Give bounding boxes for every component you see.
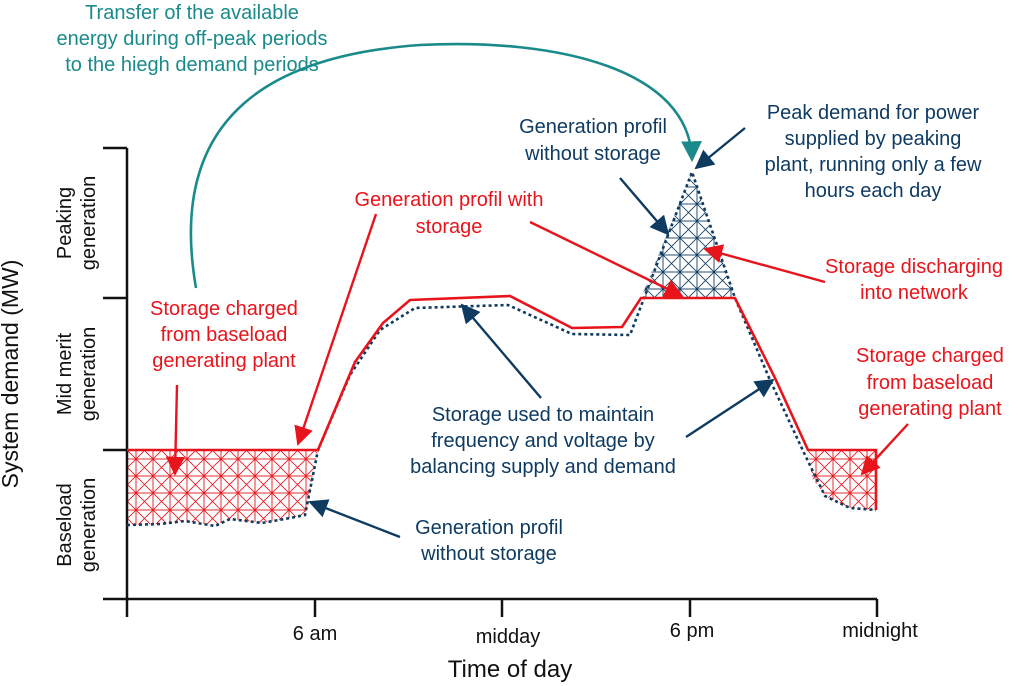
profile-without-storage-line: [126, 168, 877, 528]
svg-text:without storage: without storage: [420, 543, 557, 565]
x-axis-label: Time of day: [448, 656, 573, 683]
profile-with-storage-line: [127, 294, 878, 510]
svg-text:Generation profil: Generation profil: [415, 517, 563, 539]
svg-text:Baseload: Baseload: [54, 483, 76, 566]
svg-text:frequency and voltage by: frequency and voltage by: [431, 430, 655, 452]
svg-text:Peak demand for power: Peak demand for power: [767, 102, 980, 124]
svg-text:Generation profil: Generation profil: [519, 116, 667, 138]
svg-text:Storage discharging: Storage discharging: [825, 256, 1003, 278]
charge-region-left: [127, 450, 318, 526]
svg-text:without storage: without storage: [524, 143, 661, 165]
annotation-peak-demand: Peak demand for power supplied by peakin…: [765, 102, 982, 202]
svg-text:supplied by peaking: supplied by peaking: [785, 128, 962, 150]
annotation-storage-charged-left: Storage charged from baseload generating…: [150, 298, 298, 372]
annotation-profile-with-storage: Generation profil with storage: [355, 189, 544, 238]
svg-text:Peaking: Peaking: [54, 187, 76, 259]
svg-text:Generation profil with: Generation profil with: [355, 189, 544, 211]
charge-region-right: [808, 450, 876, 510]
svg-text:Storage used to maintain: Storage used to maintain: [432, 404, 654, 426]
y-axis-label: System demand (MW): [0, 260, 23, 489]
svg-text:balancing supply and demand: balancing supply and demand: [410, 456, 676, 478]
svg-text:generation: generation: [78, 478, 100, 573]
band-label-peaking: Peaking generation: [54, 176, 100, 271]
band-label-mid-merit: Mid merit generation: [54, 327, 100, 422]
svg-text:from baseload: from baseload: [161, 324, 288, 346]
svg-text:energy during off-peak periods: energy during off-peak periods: [57, 28, 328, 50]
tick-label-midday: midday: [476, 626, 540, 648]
svg-text:to the hiegh demand periods: to the hiegh demand periods: [65, 54, 319, 76]
svg-text:into network: into network: [860, 282, 969, 304]
transfer-arrow: [189, 42, 702, 289]
tick-label-6pm: 6 pm: [670, 620, 714, 642]
annotation-storage-balancing: Storage used to maintain frequency and v…: [410, 404, 676, 478]
red-arrows: [165, 213, 909, 476]
svg-text:storage: storage: [416, 216, 483, 238]
annotation-profile-without-storage-top: Generation profil without storage: [519, 116, 667, 165]
svg-text:Mid merit: Mid merit: [54, 332, 76, 415]
axes: [103, 146, 879, 617]
annotation-profile-without-storage-bottom: Generation profil without storage: [415, 517, 563, 565]
svg-text:generation: generation: [78, 327, 100, 422]
svg-text:Storage charged: Storage charged: [150, 298, 298, 320]
navy-arrows: [308, 127, 775, 539]
annotation-storage-charged-right: Storage charged from baseload generating…: [856, 345, 1004, 420]
band-label-baseload: Baseload generation: [54, 478, 100, 573]
svg-text:generating plant: generating plant: [858, 398, 1002, 420]
svg-text:plant, running only a few: plant, running only a few: [765, 154, 982, 176]
svg-text:from baseload: from baseload: [867, 372, 994, 394]
svg-text:generation: generation: [78, 176, 100, 271]
peak-discharge-region: [641, 172, 735, 298]
tick-label-midnight: midnight: [842, 620, 918, 642]
svg-text:Storage charged: Storage charged: [856, 345, 1004, 367]
svg-text:generating plant: generating plant: [152, 350, 296, 372]
svg-text:Transfer of the available: Transfer of the available: [85, 2, 299, 24]
annotation-storage-discharging: Storage discharging into network: [825, 256, 1003, 304]
tick-label-6am: 6 am: [293, 623, 337, 645]
annotation-transfer: Transfer of the available energy during …: [57, 2, 328, 76]
svg-text:hours each day: hours each day: [805, 180, 942, 202]
